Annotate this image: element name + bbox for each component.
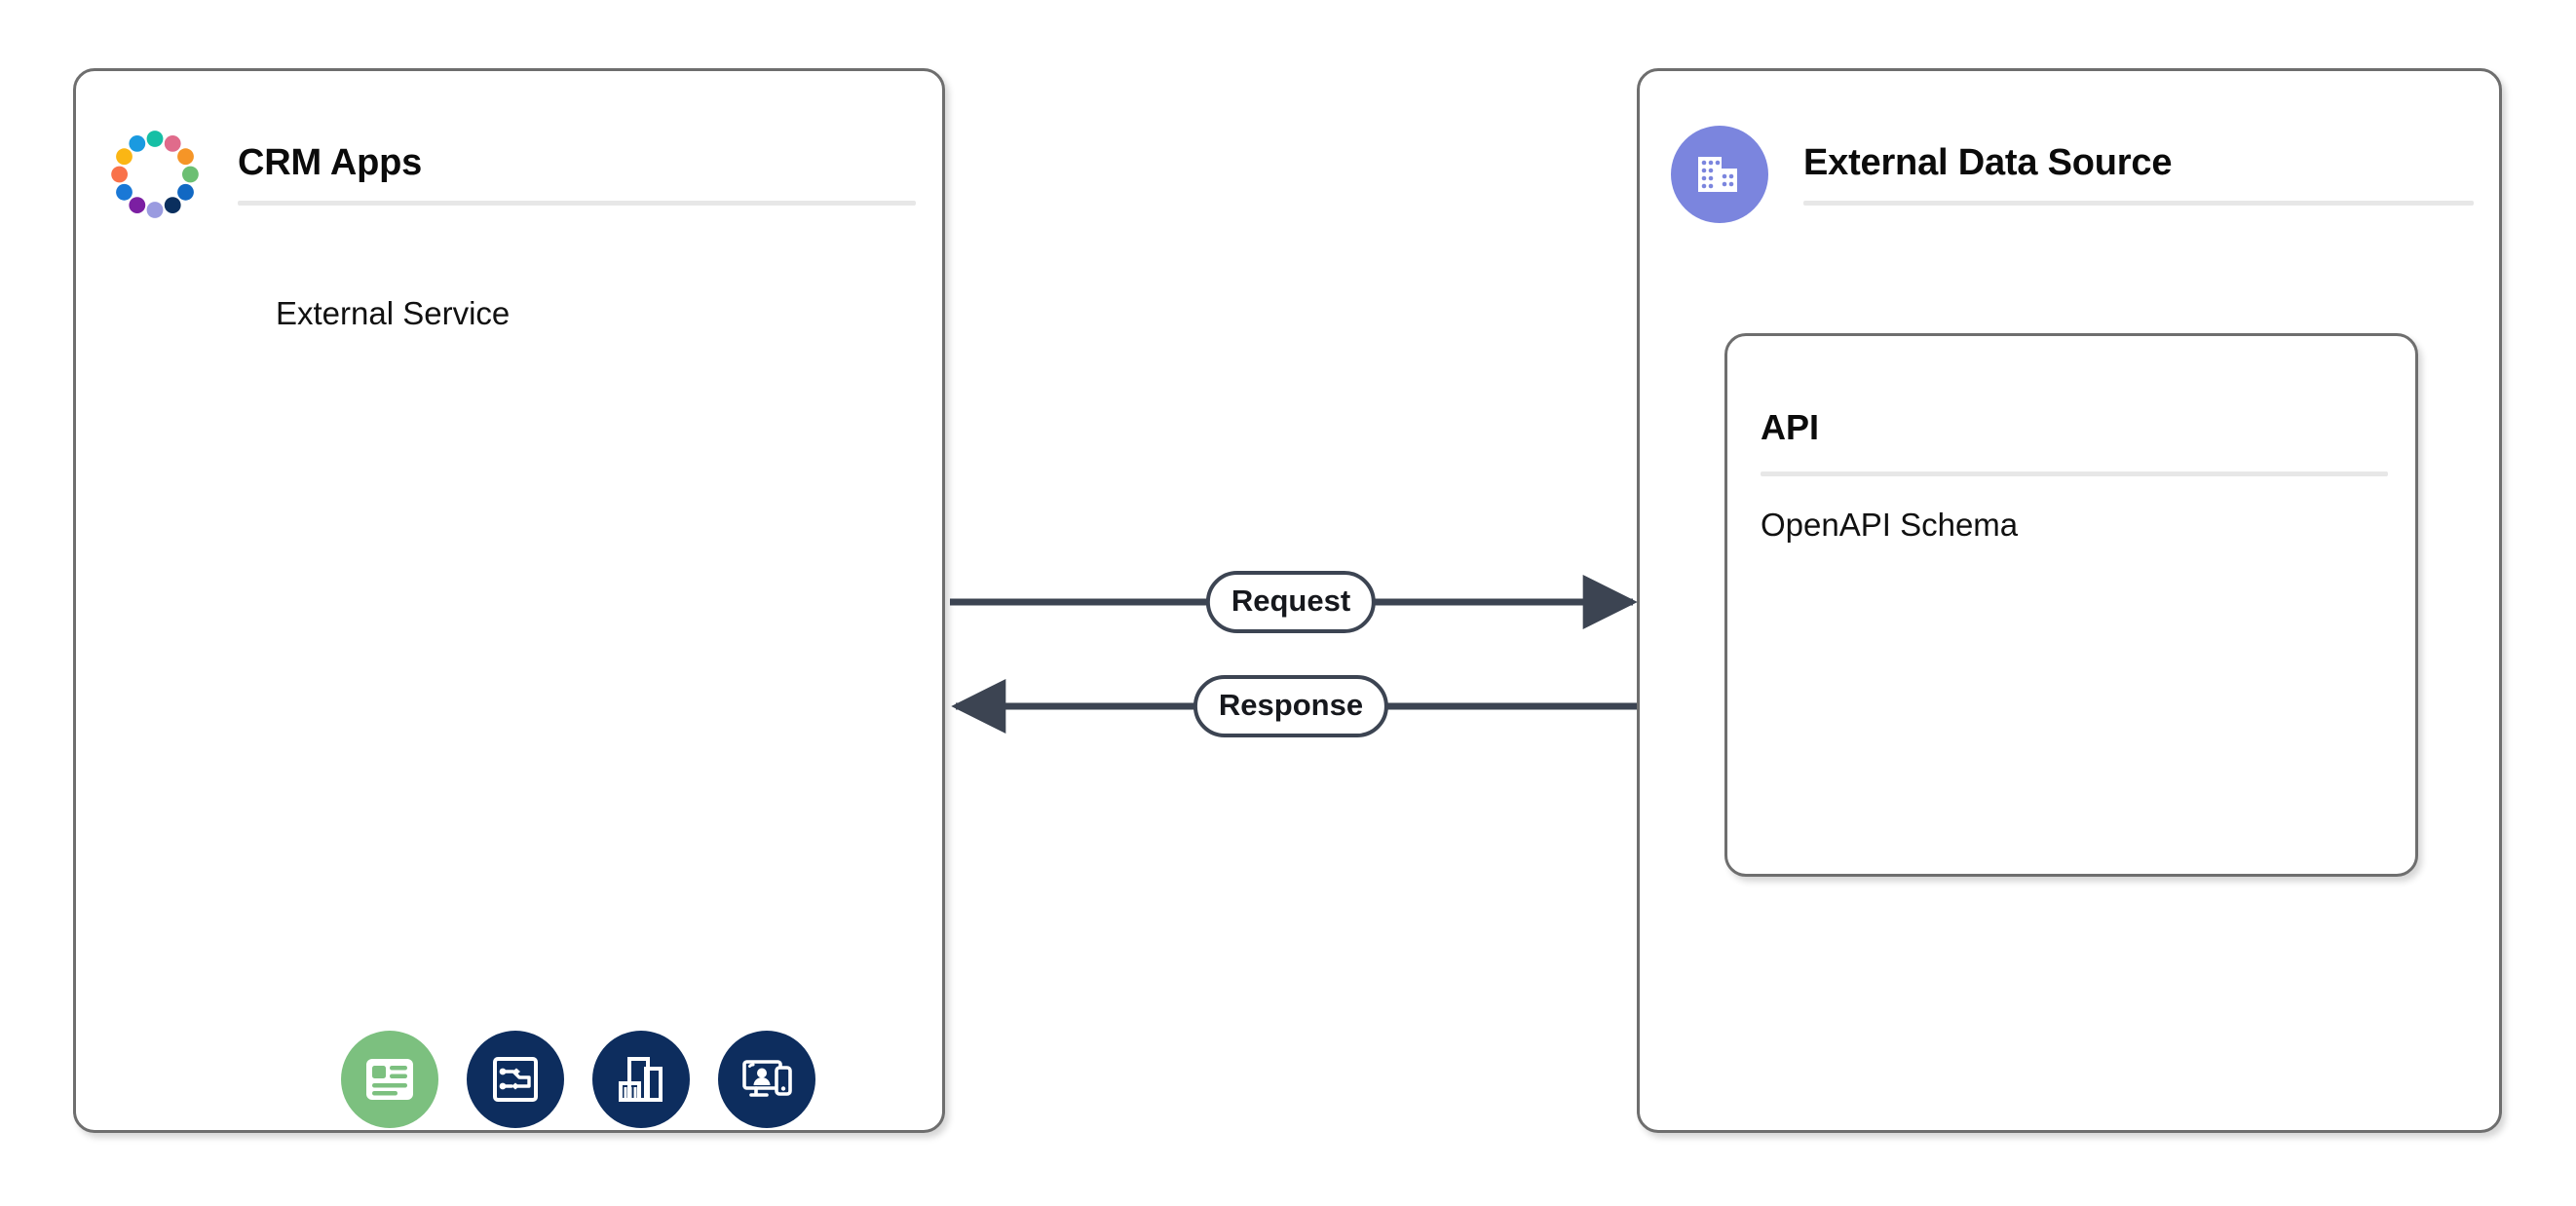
buildings-icon (1671, 126, 1768, 223)
crm-apps-title-block: CRM Apps (238, 120, 916, 229)
api-card-title: API (1761, 407, 1820, 447)
flow-builder-icon[interactable] (467, 1031, 564, 1128)
api-card-divider (1761, 471, 2388, 476)
api-card[interactable]: API OpenAPI Schema (1724, 333, 2418, 877)
crm-app-icon-row (341, 1031, 815, 1128)
request-label[interactable]: Request (1205, 571, 1377, 633)
external-data-source-title: External Data Source (1803, 141, 2173, 183)
crm-apps-card[interactable]: CRM Apps External Service (73, 68, 945, 1133)
response-label[interactable]: Response (1193, 675, 1389, 737)
external-data-source-divider (1803, 201, 2474, 207)
api-card-subtitle: OpenAPI Schema (1761, 507, 2019, 543)
crm-apps-subtitle: External Service (276, 295, 511, 331)
crm-apps-header: CRM Apps (107, 120, 916, 229)
external-data-source-header: External Data Source (1671, 120, 2474, 229)
external-data-source-title-block: External Data Source (1803, 120, 2474, 229)
salesforce-circle-dots-logo (107, 127, 203, 222)
experience-cloud-icon[interactable] (718, 1031, 815, 1128)
industries-buildings-icon[interactable] (592, 1031, 690, 1128)
crm-apps-title: CRM Apps (238, 141, 423, 183)
crm-apps-divider (238, 201, 916, 207)
record-card-icon[interactable] (341, 1031, 438, 1128)
